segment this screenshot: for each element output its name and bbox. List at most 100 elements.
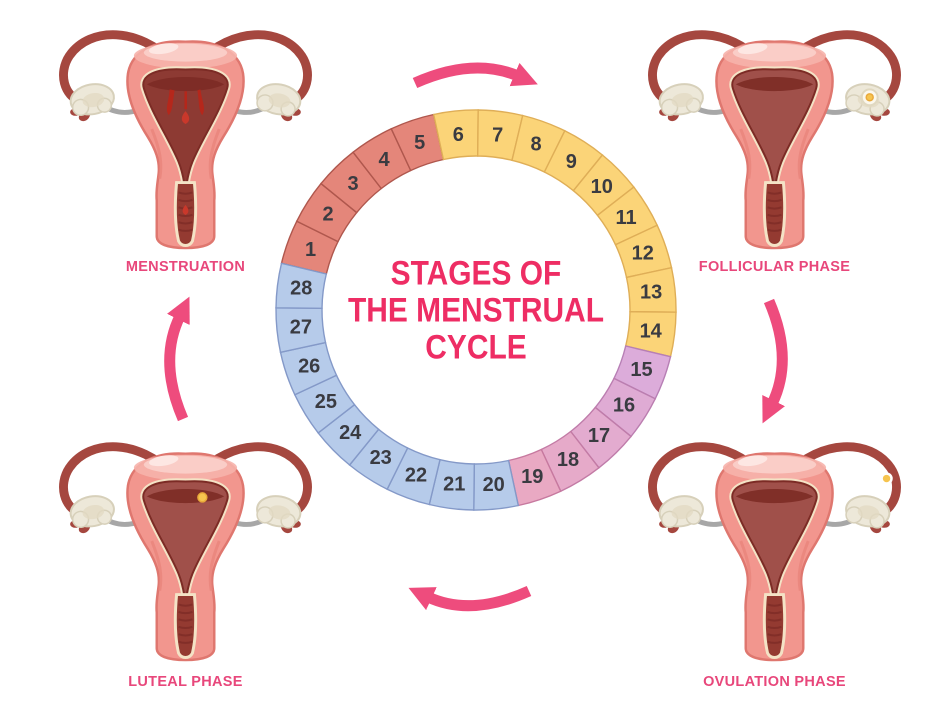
myometrium-fold-left xyxy=(150,128,163,179)
label-luteal-phase: LUTEAL PHASE xyxy=(128,674,243,690)
ring-day-number: 9 xyxy=(566,151,577,173)
canal-ridge xyxy=(767,213,782,218)
canal-ridge xyxy=(178,625,193,630)
fundus-gloss xyxy=(148,455,179,467)
ring-day-number: 25 xyxy=(315,391,337,413)
label-ovulation-phase: OVULATION PHASE xyxy=(703,674,846,690)
canal-ridge xyxy=(178,228,193,232)
canal-ridge xyxy=(767,633,782,637)
canal-ridge xyxy=(767,191,782,195)
ovary-right xyxy=(256,495,302,529)
fallopian-tube-right xyxy=(194,442,312,518)
arrow-right xyxy=(762,298,788,424)
myometrium-fold-left xyxy=(739,540,752,591)
ring-day-number: 22 xyxy=(405,465,427,487)
released-egg xyxy=(880,472,893,485)
canal-ridge xyxy=(178,198,193,203)
ring-day-number: 27 xyxy=(290,317,312,339)
blood-streak-left xyxy=(166,89,175,116)
ring-segment-day-28 xyxy=(275,262,328,310)
cavity-top-band xyxy=(735,76,814,92)
fallopian-tube-left xyxy=(648,442,766,518)
label-follicular-phase: FOLLICULAR PHASE xyxy=(698,259,851,275)
canal-ridge xyxy=(767,610,782,615)
ring-day-number: 21 xyxy=(443,474,465,496)
canal-ridge xyxy=(178,213,193,218)
egg-in-cavity xyxy=(197,492,208,503)
myometrium-fold-right xyxy=(208,540,221,591)
fallopian-tube-left xyxy=(59,30,177,106)
fallopian-tube-right xyxy=(783,30,901,106)
ovary-left xyxy=(69,83,115,117)
ovary-left xyxy=(69,495,115,529)
cavity-top-band xyxy=(735,488,814,504)
ovary-left xyxy=(658,495,704,529)
ovary-right xyxy=(256,83,302,117)
fundus-gloss xyxy=(148,43,179,55)
canal-ridge xyxy=(767,198,782,203)
ring-day-number: 14 xyxy=(640,321,663,343)
ring-day-number: 5 xyxy=(414,132,425,154)
canal-ridge xyxy=(767,603,782,607)
myometrium-fold-right xyxy=(797,540,810,591)
ring-day-number: 17 xyxy=(588,425,610,447)
ring-day-number: 11 xyxy=(616,207,637,229)
label-menstruation: MENSTRUATION xyxy=(125,259,246,275)
myometrium-fold-right xyxy=(208,128,221,179)
canal-ridge xyxy=(767,221,782,225)
fallopian-tube-left xyxy=(648,30,766,106)
canal-ridge xyxy=(178,633,193,637)
myometrium-fold-right xyxy=(797,128,810,179)
ring-day-number: 24 xyxy=(339,422,362,444)
ovary-right xyxy=(845,495,891,529)
page-title: STAGES OF THE MENSTRUAL CYCLE xyxy=(326,254,625,367)
fallopian-tube-right xyxy=(783,442,901,518)
canal-ridge xyxy=(178,603,193,607)
title-line-2: THE MENSTRUAL xyxy=(348,291,604,330)
blood-drop xyxy=(181,111,190,125)
canal-ridge xyxy=(767,206,782,210)
cavity-top-band xyxy=(146,76,225,92)
canal-ridge xyxy=(178,618,193,622)
fallopian-tube-right xyxy=(194,30,312,106)
myometrium-fold-left xyxy=(739,128,752,179)
blood-streak-center xyxy=(184,91,187,110)
title-line-1: STAGES OF xyxy=(390,254,562,293)
blood-drop xyxy=(182,204,189,215)
fundus-gloss xyxy=(737,455,768,467)
myometrium-fold-left xyxy=(150,540,163,591)
ring-day-number: 23 xyxy=(370,447,392,469)
uterus-illustration-luteal xyxy=(59,442,312,662)
canal-ridge xyxy=(178,191,193,195)
canal-ridge xyxy=(767,228,782,232)
ring-day-number: 28 xyxy=(290,277,312,299)
ovary-left xyxy=(658,83,704,117)
ring-day-number: 8 xyxy=(530,134,541,156)
ring-day-number: 26 xyxy=(298,355,320,377)
arrow-top xyxy=(412,62,538,89)
uterus-illustration-follicular xyxy=(648,30,901,250)
fallopian-tube-left xyxy=(59,442,177,518)
ring-day-number: 15 xyxy=(630,359,652,381)
blood-streak-right xyxy=(197,89,205,116)
ring-day-number: 13 xyxy=(640,281,662,303)
ring-day-number: 19 xyxy=(521,466,543,488)
ring-day-number: 4 xyxy=(378,149,390,171)
follicle-egg xyxy=(865,93,874,102)
title-line-3: CYCLE xyxy=(425,328,527,367)
canal-ridge xyxy=(178,221,193,225)
ring-day-number: 12 xyxy=(632,243,654,265)
ring-day-number: 10 xyxy=(591,176,613,198)
canal-ridge xyxy=(767,640,782,644)
ring-day-number: 6 xyxy=(453,124,464,146)
uterus-illustration-ovulation xyxy=(648,442,901,662)
canal-ridge xyxy=(178,640,193,644)
ring-day-number: 18 xyxy=(557,449,579,471)
arrow-bottom xyxy=(408,585,532,612)
ring-day-number: 3 xyxy=(347,173,358,195)
uterus-illustration-menstruation xyxy=(59,30,312,250)
ring-day-number: 2 xyxy=(322,204,333,226)
canal-ridge xyxy=(767,618,782,622)
